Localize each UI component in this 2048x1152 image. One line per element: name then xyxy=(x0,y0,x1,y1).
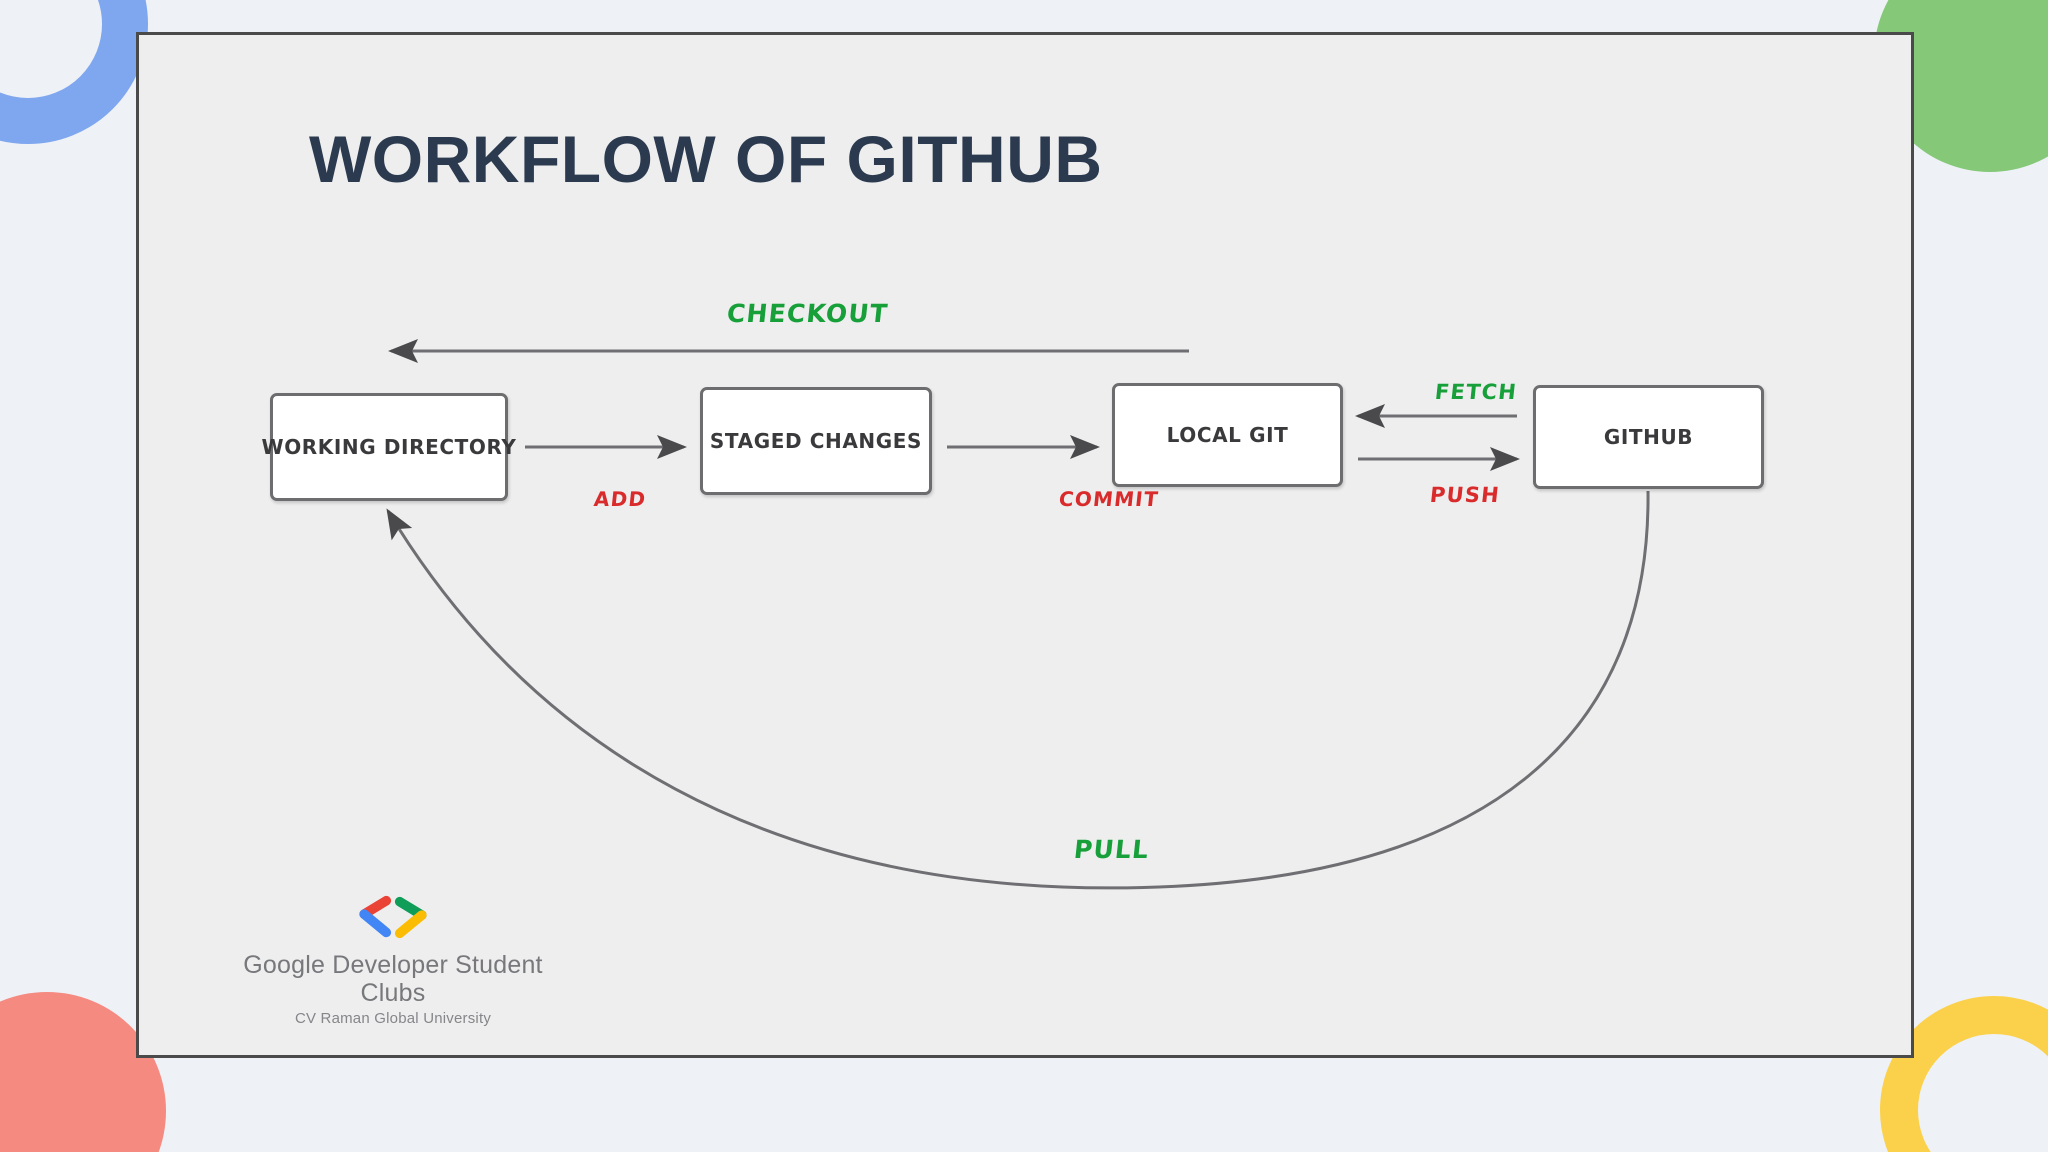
gdsc-code-brackets-icon xyxy=(359,895,427,939)
blue-ring-decoration xyxy=(0,0,148,144)
node-label: WORKING DIRECTORY xyxy=(261,435,517,459)
edge-label-fetch: FETCH xyxy=(1433,380,1519,404)
page-title: WORKFLOW OF GITHUB xyxy=(309,122,1103,196)
slide-frame: WORKFLOW OF GITHUB WORKING DIRECTORY STA… xyxy=(136,32,1914,1058)
edge-label-checkout: CHECKOUT xyxy=(725,299,890,328)
gdsc-institution-name: CV Raman Global University xyxy=(294,1010,492,1027)
edge-label-commit: COMMIT xyxy=(1057,487,1161,511)
diagram-connectors xyxy=(386,339,1650,890)
edge-line-pull xyxy=(386,490,1650,890)
node-working-directory[interactable]: WORKING DIRECTORY xyxy=(262,393,516,501)
edge-label-push: PUSH xyxy=(1428,483,1502,507)
gdsc-footer: Google Developer Student Clubs CV Raman … xyxy=(223,894,563,1027)
gdsc-organization-name: Google Developer Student Clubs xyxy=(243,951,543,1007)
node-github[interactable]: GITHUB xyxy=(1533,385,1764,489)
edge-label-pull: PULL xyxy=(1072,835,1151,864)
node-staged-changes[interactable]: STAGED CHANGES xyxy=(700,387,932,495)
node-label: LOCAL GIT xyxy=(1166,423,1289,447)
edge-label-add: ADD xyxy=(592,487,648,511)
node-label: GITHUB xyxy=(1603,425,1694,449)
node-local-git[interactable]: LOCAL GIT xyxy=(1112,383,1343,487)
node-label: STAGED CHANGES xyxy=(709,429,923,453)
